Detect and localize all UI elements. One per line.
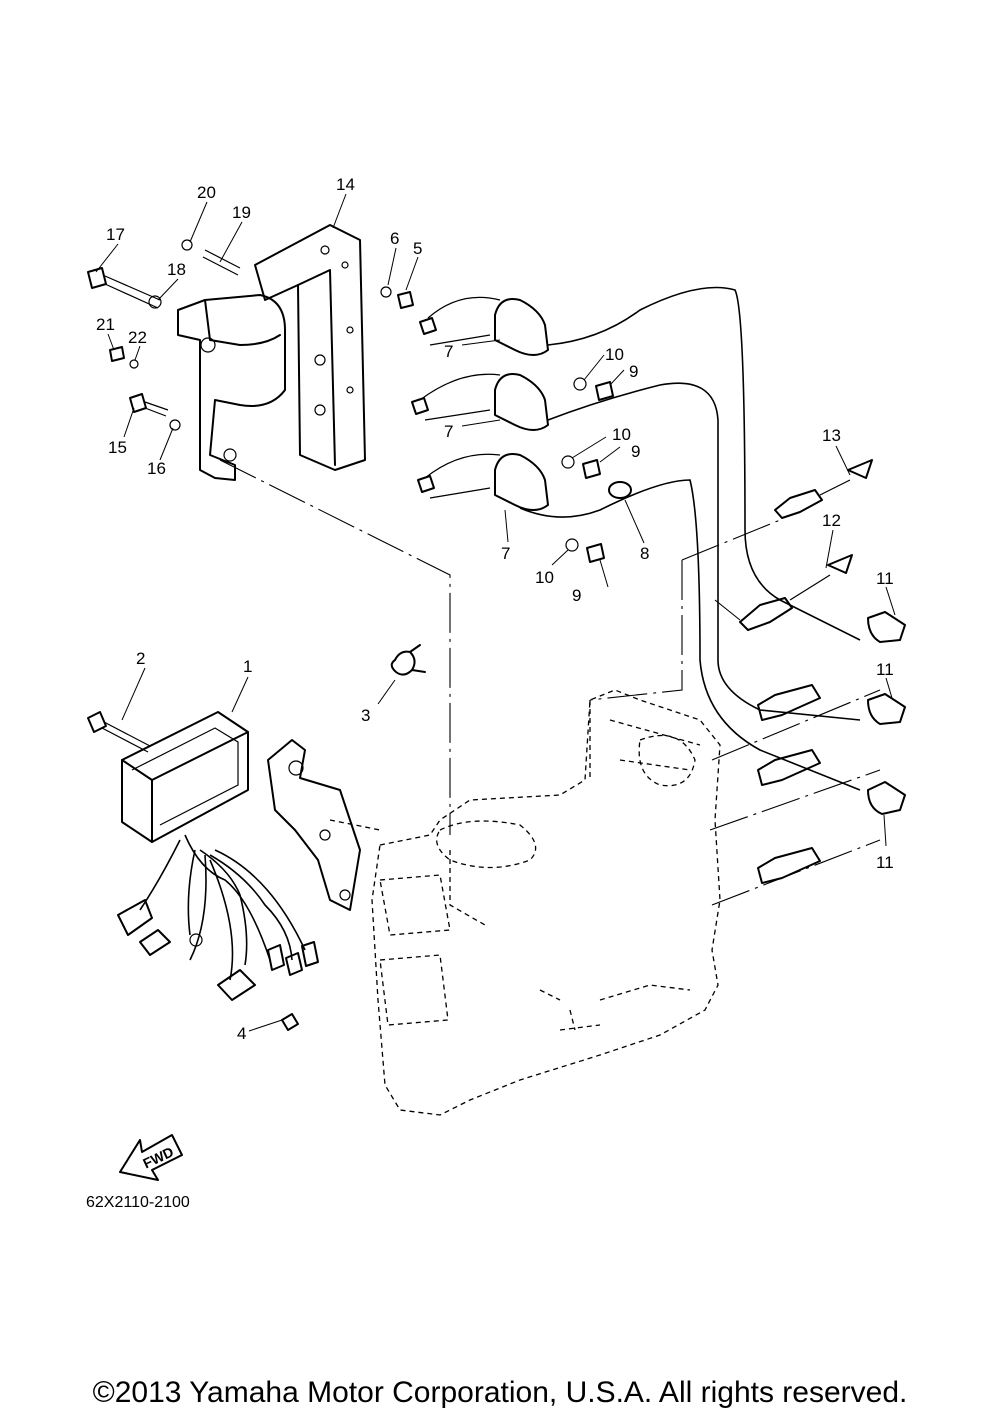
spark-plugs bbox=[757, 684, 821, 884]
callout-10-bottom: 10 bbox=[535, 568, 554, 587]
grommet bbox=[608, 481, 632, 499]
phantom-lines bbox=[219, 459, 881, 926]
callout-labels: 1 2 3 4 5 6 7 7 7 8 9 9 9 10 10 10 11 11… bbox=[96, 175, 894, 1043]
callout-8: 8 bbox=[640, 544, 649, 563]
copyright-notice: ©2013 Yamaha Motor Corporation, U.S.A. A… bbox=[92, 1376, 908, 1409]
callout-12: 12 bbox=[822, 511, 841, 530]
callout-4: 4 bbox=[237, 1024, 246, 1043]
callout-11-top: 11 bbox=[876, 569, 894, 588]
callout-15: 15 bbox=[108, 438, 127, 457]
ignition-coil-bottom bbox=[417, 453, 861, 791]
callout-16: 16 bbox=[147, 459, 166, 478]
callout-17: 17 bbox=[106, 225, 125, 244]
wire-clip bbox=[390, 644, 426, 676]
callout-2: 2 bbox=[136, 649, 145, 668]
callout-20: 20 bbox=[197, 183, 216, 202]
bracket-14 bbox=[254, 224, 366, 471]
callout-13: 13 bbox=[822, 426, 841, 445]
plug-caps bbox=[867, 611, 906, 815]
callout-6: 6 bbox=[390, 229, 399, 248]
callout-22: 22 bbox=[128, 328, 147, 347]
coil-bolts bbox=[380, 286, 614, 563]
callout-7-bottom: 7 bbox=[501, 544, 510, 563]
callout-11-bottom: 11 bbox=[876, 853, 894, 872]
callout-9-middle: 9 bbox=[631, 442, 640, 461]
callout-9-bottom: 9 bbox=[572, 586, 581, 605]
diagram-code: 62X2110-2100 bbox=[86, 1194, 190, 1211]
engine-block-outline bbox=[371, 689, 721, 1116]
sensor-12 bbox=[739, 554, 853, 631]
clamp-holder bbox=[177, 294, 286, 481]
fwd-arrow: FWD bbox=[119, 1134, 183, 1181]
callout-10-top: 10 bbox=[605, 345, 624, 364]
callout-18: 18 bbox=[167, 260, 186, 279]
callout-10-middle: 10 bbox=[612, 425, 631, 444]
sensor-13 bbox=[774, 459, 873, 519]
callout-1: 1 bbox=[243, 657, 252, 676]
cdi-unit bbox=[87, 711, 319, 1031]
callout-5: 5 bbox=[413, 239, 422, 258]
callout-leaders bbox=[95, 193, 896, 1032]
callout-7-middle: 7 bbox=[444, 422, 453, 441]
callout-19: 19 bbox=[232, 203, 251, 222]
callout-7-top: 7 bbox=[444, 342, 453, 361]
callout-21: 21 bbox=[96, 315, 115, 334]
bolts-left bbox=[87, 239, 241, 431]
callout-14: 14 bbox=[336, 175, 355, 194]
callout-9-top: 9 bbox=[629, 362, 638, 381]
ignition-coil-top bbox=[419, 286, 861, 641]
callout-11-middle: 11 bbox=[876, 660, 894, 679]
ignition-coils bbox=[411, 286, 861, 791]
pulser-bracket bbox=[267, 739, 361, 911]
ignition-coil-middle bbox=[411, 373, 861, 721]
callout-3: 3 bbox=[361, 706, 370, 725]
